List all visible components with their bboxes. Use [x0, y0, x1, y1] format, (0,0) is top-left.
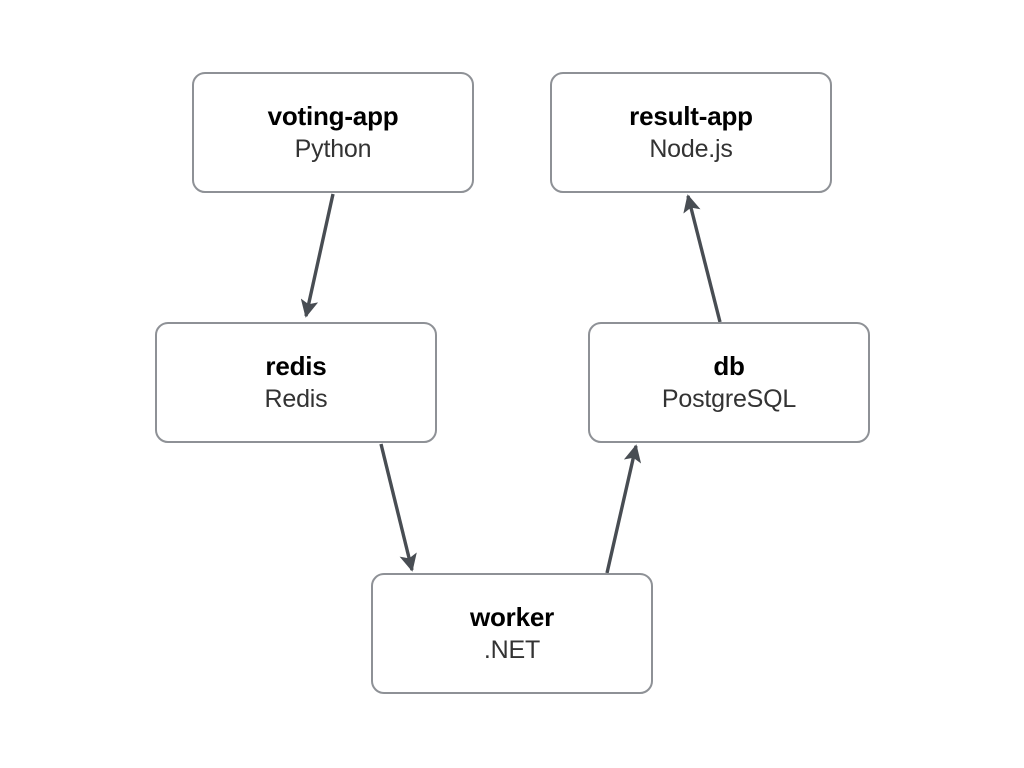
node-result-app[interactable]: result-app Node.js [550, 72, 832, 193]
node-worker-title: worker [469, 602, 555, 632]
node-db-title: db [713, 351, 745, 381]
node-worker-subtitle: .NET [483, 636, 541, 664]
node-redis[interactable]: redis Redis [155, 322, 437, 443]
node-redis-subtitle: Redis [264, 385, 328, 413]
node-result-app-title: result-app [629, 101, 753, 131]
edge-redis-to-worker [379, 443, 417, 572]
edge-db-to-result-app [683, 194, 722, 323]
edge-voting-app-to-redis [300, 193, 335, 318]
node-db[interactable]: db PostgreSQL [588, 322, 870, 443]
node-voting-app-subtitle: Python [294, 135, 372, 163]
node-voting-app[interactable]: voting-app Python [192, 72, 474, 193]
node-worker[interactable]: worker .NET [371, 573, 653, 694]
node-voting-app-title: voting-app [267, 101, 399, 131]
node-redis-title: redis [265, 351, 327, 381]
node-db-subtitle: PostgreSQL [661, 385, 797, 413]
edge-worker-to-db [605, 444, 642, 574]
node-result-app-subtitle: Node.js [649, 135, 733, 163]
